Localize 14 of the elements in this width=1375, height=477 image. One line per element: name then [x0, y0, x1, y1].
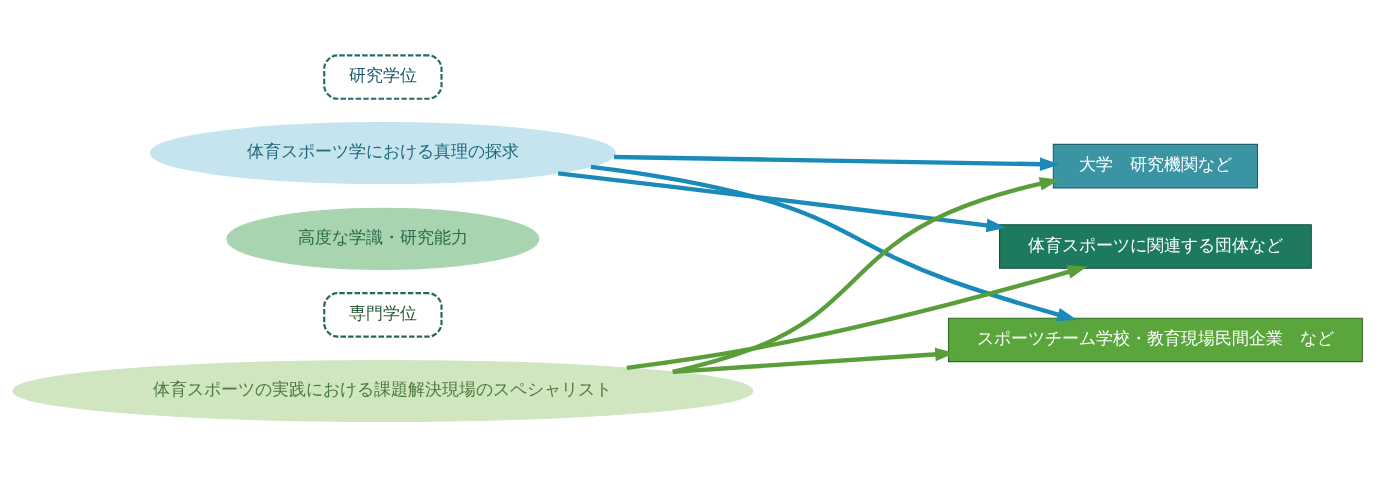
node-box: 専門学位 [323, 292, 443, 338]
node-box: スポーツチーム学校・教育現場民間企業 など [947, 317, 1363, 363]
node-box: 大学 研究機関など [1052, 143, 1259, 189]
arrow [590, 164, 1077, 322]
arrow [672, 177, 1060, 374]
node-box: 体育スポーツに関連する団体など [999, 224, 1312, 269]
node-ellipse: 体育スポーツ学における真理の探求 [149, 122, 616, 185]
arrow [672, 347, 955, 374]
node-ellipse: 高度な学識・研究能力 [226, 207, 540, 270]
arrow [614, 154, 1060, 172]
arrow [626, 265, 1088, 370]
node-box: 研究学位 [323, 54, 443, 100]
arrow [557, 171, 1006, 233]
node-ellipse: 体育スポーツの実践における課題解決現場のスペシャリスト [12, 359, 754, 422]
